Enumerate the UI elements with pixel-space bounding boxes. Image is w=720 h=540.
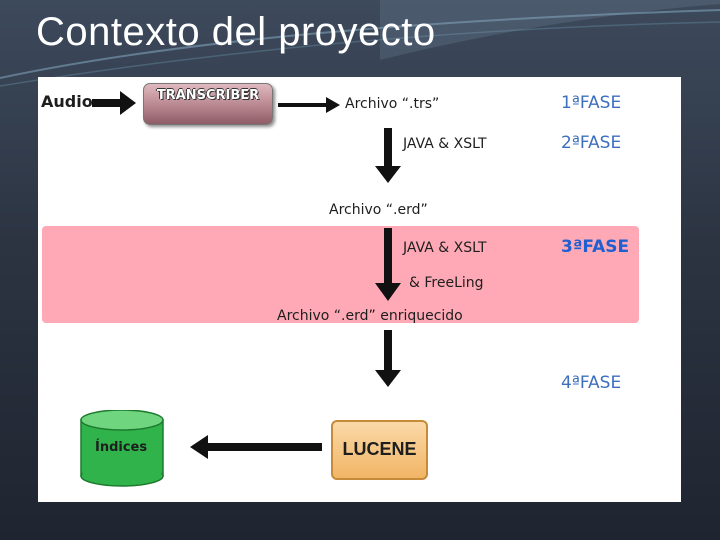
slide-title: Contexto del proyecto xyxy=(36,10,436,54)
arrow-left-icon xyxy=(190,435,322,459)
arrow-down-icon xyxy=(375,330,401,387)
arrow-down-icon xyxy=(375,228,401,301)
indices-label: Índices xyxy=(95,440,148,455)
arrow-right-icon xyxy=(278,97,340,113)
database-cylinder-icon xyxy=(80,410,164,487)
trs-file-label: Archivo “.trs” xyxy=(345,96,440,112)
arrow-down-icon xyxy=(375,128,401,183)
lucene-box: LUCENE xyxy=(331,420,428,480)
diagram-panel: Audio TRANSCRIBER Archivo “.trs” JAVA & … xyxy=(38,77,681,502)
enriched-file-label: Archivo “.erd” enriquecido xyxy=(277,308,463,324)
freeling-label: & FreeLing xyxy=(409,275,484,291)
phase-3-highlight-band xyxy=(42,226,639,323)
erd-file-label: Archivo “.erd” xyxy=(329,202,428,218)
java-xslt-label-2: JAVA & XSLT xyxy=(403,240,487,256)
phase-4-label: 4ªFASE xyxy=(561,373,622,393)
phase-2-label: 2ªFASE xyxy=(561,133,622,153)
lucene-label: LUCENE xyxy=(342,439,417,459)
title-decoration xyxy=(0,0,720,87)
java-xslt-label-1: JAVA & XSLT xyxy=(403,136,487,152)
arrow-right-icon xyxy=(92,91,136,115)
phase-1-label: 1ªFASE xyxy=(561,93,622,113)
transcriber-box: TRANSCRIBER xyxy=(143,83,273,125)
audio-label: Audio xyxy=(41,92,93,111)
transcriber-label: TRANSCRIBER xyxy=(156,88,260,103)
phase-3-label: 3ªFASE xyxy=(561,237,630,257)
